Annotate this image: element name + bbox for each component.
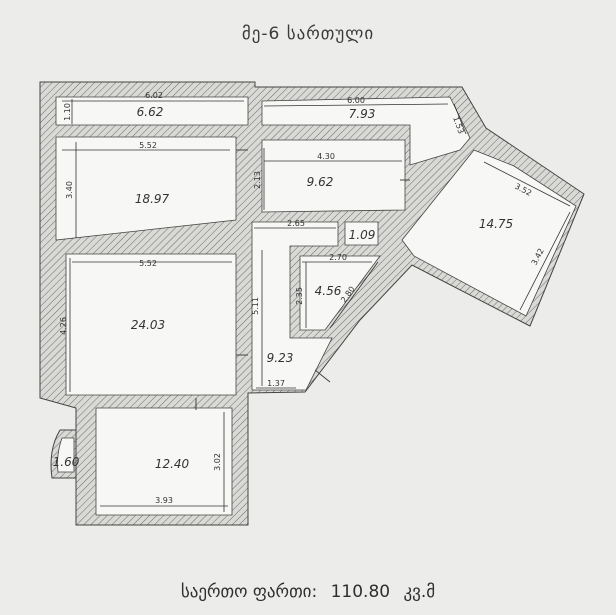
room-area-r2: 7.93 [349,107,376,121]
total-area-line: საერთო ფართი: 110.80 კვ.მ [0,582,616,602]
dim-302: 3.02 [213,453,222,471]
dim-600: 6.00 [347,96,365,105]
dim-426: 4.26 [59,317,68,335]
floor-title: მე-6 სართული [241,24,375,44]
room-area-r1: 6.62 [137,105,164,119]
room-area-r5: 14.75 [479,217,513,231]
dim-340: 3.40 [65,181,74,199]
dim-110: 1.10 [63,103,72,121]
room-area-labels: 6.62 7.93 18.97 9.62 14.75 1.09 4.56 24.… [53,105,514,471]
dim-235: 2.35 [295,287,304,305]
outer-walls [39,81,585,526]
room-area-r4: 9.62 [307,175,334,189]
room-area-r8: 24.03 [131,318,165,332]
dimension-lines [62,99,571,512]
room-area-r11: 1.60 [53,455,80,469]
room-area-r6: 1.09 [349,228,376,242]
dim-430: 4.30 [317,152,335,161]
total-area-unit: კვ.მ [403,582,436,602]
dim-137: 1.37 [267,379,285,388]
dim-552b: 5.52 [139,259,157,268]
dim-511: 5.11 [251,297,260,315]
total-area-label: საერთო ფართი: [180,582,318,602]
dim-265: 2.65 [287,219,305,228]
dim-552a: 5.52 [139,141,157,150]
dim-270: 2.70 [329,253,347,262]
dim-393: 3.93 [155,496,173,505]
room-area-r9: 9.23 [267,351,294,365]
dim-602: 6.02 [145,91,163,100]
room-area-r3: 18.97 [135,192,170,206]
room-area-r7: 4.56 [315,284,342,298]
dim-213: 2.13 [253,171,262,189]
room-area-r10: 12.40 [155,457,190,471]
total-area-value: 110.80 [330,582,391,602]
